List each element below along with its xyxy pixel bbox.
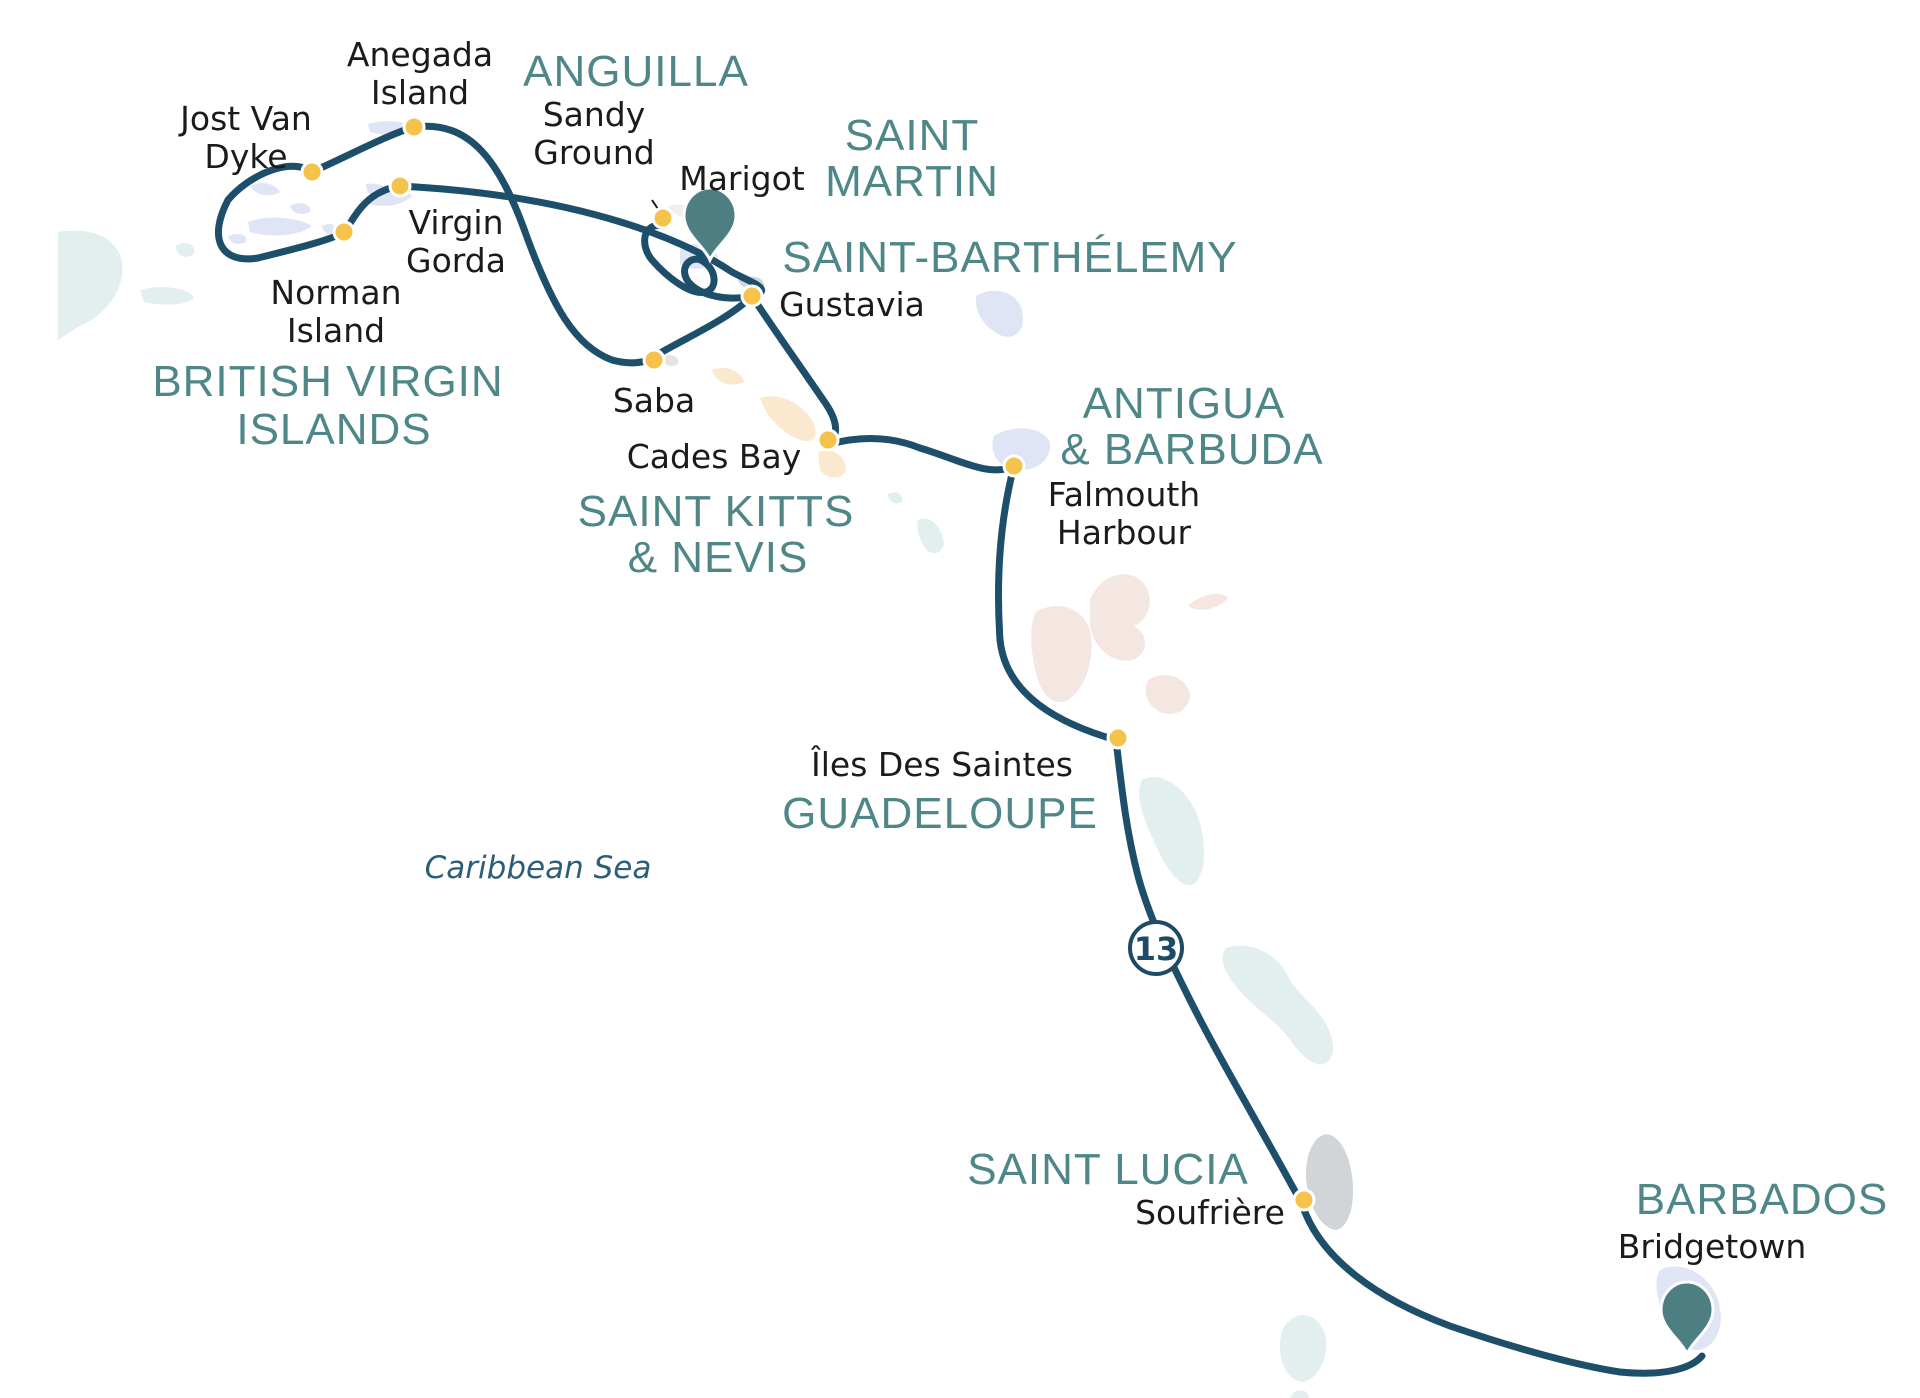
island-tortola: [248, 217, 312, 236]
country-anguilla: ANGUILLA: [523, 47, 749, 96]
island-grenadines: [1290, 1390, 1309, 1398]
stop-soufriere[interactable]: [1292, 1188, 1316, 1212]
island-saint-kitts: [760, 396, 816, 442]
stop-gustavia[interactable]: [740, 284, 764, 308]
island-bvi-a: [250, 183, 280, 196]
island-redonda: [888, 492, 903, 504]
port-sandy-ground-line1: Sandy: [543, 95, 646, 134]
island-culebra: [176, 243, 195, 257]
port-labels: Anegada Island Jost Van Dyke Sandy Groun…: [178, 35, 1806, 1266]
island-left-edge: [58, 230, 123, 340]
country-antigua-barbuda-line1: ANTIGUA: [1083, 379, 1286, 428]
stop-falmouth-harbour[interactable]: [1002, 454, 1026, 478]
island-guadeloupe-basse-terre: [1031, 606, 1092, 702]
stop-iles-des-saintes[interactable]: [1106, 726, 1130, 750]
stop-anegada[interactable]: [402, 115, 426, 139]
island-marie-galante: [1145, 675, 1190, 714]
port-marigot: Marigot: [679, 159, 805, 198]
sea-label: Caribbean Sea: [425, 850, 652, 886]
stop-norman-island[interactable]: [332, 220, 356, 244]
port-anegada-line1: Anegada: [347, 35, 493, 74]
country-saint-barthelemy: SAINT-BARTHÉLEMY: [782, 233, 1237, 282]
island-statia: [712, 367, 744, 385]
port-anegada-line2: Island: [371, 73, 469, 112]
island-guadeloupe-grande-terre: [1090, 574, 1150, 661]
port-sandy-ground-line2: Ground: [533, 133, 654, 172]
port-gustavia: Gustavia: [779, 285, 925, 324]
port-soufriere: Soufrière: [1135, 1193, 1285, 1232]
country-labels: ANGUILLA SAINT MARTIN SAINT-BARTHÉLEMY B…: [152, 47, 1889, 1224]
island-montserrat: [917, 518, 944, 554]
country-barbados: BARBADOS: [1636, 1175, 1889, 1224]
island-nevis: [818, 450, 846, 478]
day-count-badge: 13: [1128, 920, 1184, 976]
island-left-small: [140, 287, 194, 305]
country-saint-lucia: SAINT LUCIA: [967, 1145, 1249, 1194]
port-jost-van-dyke-line2: Dyke: [204, 137, 287, 176]
island-saint-vincent: [1280, 1315, 1327, 1382]
country-saint-kitts-nevis-line1: SAINT KITTS: [578, 487, 855, 536]
island-saint-lucia: [1306, 1134, 1354, 1230]
country-saint-martin-line2: MARTIN: [825, 157, 999, 206]
country-saint-martin-line1: SAINT: [845, 111, 980, 160]
stop-virgin-gorda[interactable]: [388, 174, 412, 198]
stop-cades-bay[interactable]: [816, 428, 840, 452]
island-saba: [662, 355, 679, 366]
port-bridgetown: Bridgetown: [1618, 1227, 1807, 1266]
port-virgin-gorda-line1: Virgin: [408, 203, 503, 242]
island-dominica: [1139, 776, 1205, 886]
island-desirade: [1188, 593, 1228, 610]
port-virgin-gorda-line2: Gorda: [406, 241, 506, 280]
stop-saba[interactable]: [642, 348, 666, 372]
port-falmouth-harbour-line1: Falmouth: [1048, 475, 1200, 514]
map-pin-icon[interactable]: [682, 186, 738, 264]
country-antigua-barbuda-line2: & BARBUDA: [1060, 425, 1323, 474]
port-norman-island-line1: Norman: [270, 273, 401, 312]
port-falmouth-harbour-line2: Harbour: [1057, 513, 1192, 552]
island-bvi-b: [290, 203, 311, 214]
port-norman-island-line2: Island: [287, 311, 385, 350]
port-cades-bay: Cades Bay: [627, 437, 802, 476]
country-saint-kitts-nevis-line2: & NEVIS: [628, 533, 809, 582]
port-stops: [300, 115, 1316, 1212]
port-iles-des-saintes: Îles Des Saintes: [810, 744, 1073, 784]
island-barbuda: [975, 290, 1023, 337]
stop-sandy-ground[interactable]: [651, 206, 675, 230]
map-pin-icon[interactable]: [1659, 1280, 1715, 1358]
port-saba: Saba: [613, 381, 695, 420]
port-jost-van-dyke-line1: Jost Van: [178, 99, 312, 138]
island-martinique: [1222, 945, 1333, 1065]
country-british-virgin-islands-line2: ISLANDS: [236, 405, 431, 454]
day-count-text: 13: [1134, 930, 1179, 968]
stop-jost-van-dyke[interactable]: [300, 160, 324, 184]
country-guadeloupe: GUADELOUPE: [782, 789, 1098, 838]
country-british-virgin-islands-line1: BRITISH VIRGIN: [152, 357, 503, 406]
island-bvi-e: [228, 234, 247, 244]
